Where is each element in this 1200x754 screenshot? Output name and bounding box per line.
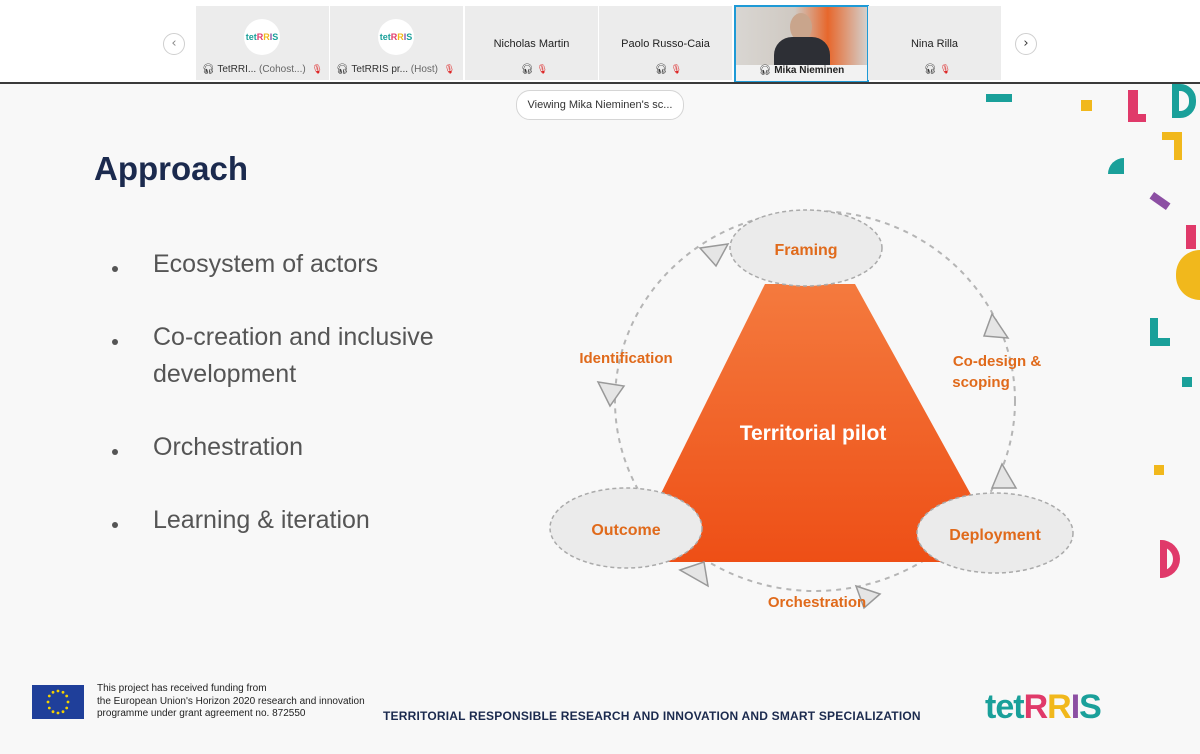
deployment-label: Deployment [949, 527, 1041, 544]
bullet-item: Co-creation and inclusive development [153, 323, 434, 388]
decor-shape [1108, 158, 1124, 174]
decor-shape [1162, 132, 1182, 160]
participant-tile[interactable]: Nicholas Martin 🎧︎🎙 [465, 6, 598, 80]
speaker-body [774, 37, 830, 65]
tetrris-avatar-logo: tetRRIS [244, 19, 280, 55]
slide-title: Approach [94, 150, 249, 187]
mic-muted-icon: 🎙 [443, 65, 456, 75]
mic-icon: 🎧︎ [336, 64, 349, 75]
participant-status-bar: 🎧︎🎙 [599, 64, 732, 80]
project-tagline: TERRITORIAL RESPONSIBLE RESEARCH AND INN… [383, 709, 921, 723]
participant-status-bar: 🎧︎🎙 [465, 64, 598, 80]
decor-shape [1128, 114, 1146, 122]
decor-shape [1186, 225, 1196, 249]
eu-flag-icon [32, 685, 84, 719]
mic-muted-icon: 🎙 [670, 65, 683, 75]
participant-tile[interactable]: Paolo Russo-Caia 🎧︎🎙 [599, 6, 732, 80]
decor-shape [1182, 377, 1192, 387]
orchestration-label: Orchestration [768, 594, 866, 611]
cycle-arrow [982, 312, 1010, 339]
participant-name-bar: 🎧︎ TetRRIS pr... (Host) 🎙 [330, 64, 463, 80]
tetrris-avatar-logo: tetRRIS [378, 19, 414, 55]
node-outcome [549, 487, 703, 569]
funding-line: This project has received funding from [97, 683, 267, 694]
bullet-item: Orchestration [153, 433, 304, 461]
viewing-screen-banner[interactable]: Viewing Mika Nieminen's sc... [516, 90, 684, 120]
participant-name: TetRRI... [217, 64, 257, 75]
mic-icon: 🎧︎ [202, 64, 215, 75]
logo-part: tet [985, 688, 1025, 726]
funding-line: programme under grant agreement no. 8725… [97, 708, 306, 719]
shared-screen [0, 82, 1200, 754]
participant-role: (Cohost...) [259, 64, 306, 75]
node-framing [729, 209, 883, 287]
territorial-pilot-triangle [627, 284, 1008, 562]
participant-name: Nina Rilla [910, 38, 959, 50]
previous-participants-button[interactable]: ‹ [163, 33, 185, 55]
tetrris-logo: tetRRIS [985, 688, 1102, 727]
decor-shape [1150, 318, 1170, 346]
participant-status-bar: 🎧︎🎙 [868, 64, 1001, 80]
codesign-label: Co-design & [953, 353, 1041, 370]
participant-tile[interactable]: tetRRIS 🎧︎ TetRRIS pr... (Host) 🎙 [330, 6, 463, 80]
decor-shape [1081, 100, 1092, 111]
cycle-arrow [990, 462, 1018, 489]
mic-icon: 🎧︎ [758, 65, 772, 76]
node-deployment [916, 492, 1074, 574]
territorial-pilot-diagram: Framing Outcome Deployment Identificatio… [549, 209, 1074, 611]
cycle-arrow [854, 584, 882, 610]
bullet-item: Ecosystem of actors [153, 250, 379, 278]
logo-part: R [1023, 688, 1049, 726]
logo-part: R [1047, 688, 1072, 726]
territorial-pilot-label: Territorial pilot [740, 422, 887, 445]
cycle-path [614, 210, 1016, 592]
mic-muted-icon: 🎙 [939, 65, 952, 75]
scoping-label: scoping [952, 374, 1010, 391]
funding-line: the European Union's Horizon 2020 resear… [97, 695, 365, 707]
cycle-arrow [678, 561, 709, 588]
participant-video [736, 7, 867, 65]
participant-name-bar: 🎧︎ TetRRI... (Cohost...) 🎙 [196, 64, 329, 80]
mic-icon: 🎧︎ [520, 64, 534, 75]
participant-tile[interactable]: Nina Rilla 🎧︎🎙 [868, 6, 1001, 80]
participant-name-bar: 🎧︎ Mika Nieminen [736, 65, 867, 81]
participant-name: Paolo Russo-Caia [621, 38, 710, 50]
participant-tile[interactable]: tetRRIS 🎧︎ TetRRI... (Cohost...) 🎙 [196, 6, 329, 80]
participant-strip: ‹ tetRRIS 🎧︎ TetRRI... (Cohost...) 🎙 tet… [0, 0, 1200, 83]
participant-name: Nicholas Martin [493, 38, 570, 50]
next-participants-button[interactable]: › [1015, 33, 1037, 55]
participant-name: TetRRIS pr... [351, 64, 408, 75]
logo-part: I [1070, 688, 1081, 726]
cycle-arrow [698, 243, 730, 268]
decor-shape [1128, 90, 1138, 122]
mic-muted-icon: 🎙 [311, 65, 323, 75]
mic-muted-icon: 🎙 [536, 65, 549, 75]
mic-icon: 🎧︎ [923, 64, 937, 75]
decor-shape [1172, 84, 1196, 118]
outcome-label: Outcome [591, 522, 660, 539]
speaker-head [790, 13, 812, 41]
cycle-arrow [596, 381, 626, 408]
participant-name: Mika Nieminen [774, 65, 845, 76]
logo-part: S [1079, 688, 1102, 726]
funding-notice: This project has received funding from t… [97, 683, 377, 721]
decor-shape [986, 94, 1012, 102]
framing-label: Framing [774, 242, 837, 259]
decor-shape [1160, 540, 1180, 578]
decor-shape [1154, 465, 1164, 475]
participant-role: (Host) [410, 64, 439, 75]
mic-icon: 🎧︎ [654, 64, 668, 75]
bullet-item: Learning & iteration [153, 506, 370, 534]
identification-label: Identification [579, 350, 672, 367]
participant-tile-active-speaker[interactable]: 🎧︎ Mika Nieminen [734, 5, 869, 83]
